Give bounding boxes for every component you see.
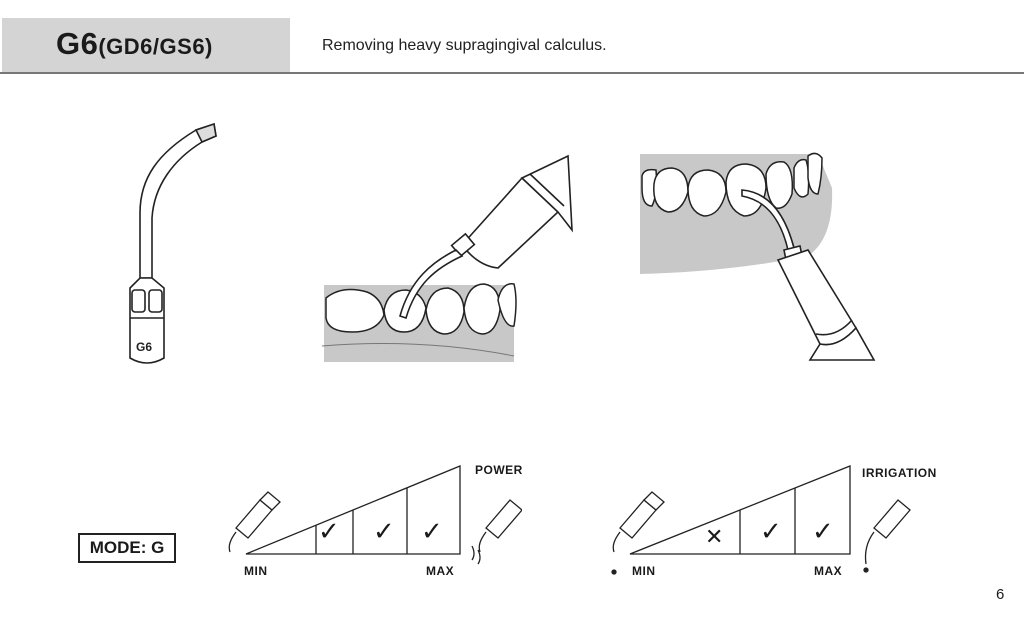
power-level-2-mark: ✓	[373, 516, 395, 546]
tip-variants: (GD6/GS6)	[98, 34, 213, 59]
handpiece-max-icon	[863, 499, 911, 573]
irrigation-max-label: MAX	[814, 564, 843, 578]
header-divider	[0, 72, 1024, 74]
power-level-1-mark: ✓	[318, 516, 340, 546]
tip-label: G6	[136, 340, 152, 354]
handpiece-min-icon	[611, 491, 665, 575]
tip-code-title: G6(GD6/GS6)	[56, 26, 213, 62]
mode-indicator: MODE: G	[78, 533, 176, 563]
scaler-tip-illustration: G6	[129, 122, 217, 364]
handpiece-min-icon	[228, 491, 281, 553]
irrigation-level-3-mark: ✓	[812, 516, 834, 546]
irrigation-min-label: MIN	[632, 564, 656, 578]
page-number: 6	[996, 586, 1005, 603]
irrigation-title: IRRIGATION	[862, 466, 937, 480]
power-title: POWER	[475, 463, 523, 477]
tip-code-box	[2, 18, 290, 72]
irrigation-scale-graphic	[611, 465, 911, 575]
irrigation-level-2-mark: ✓	[760, 516, 782, 546]
upper-teeth-scaling-illustration	[640, 152, 876, 361]
power-scale-graphic	[228, 465, 522, 565]
power-level-3-mark: ✓	[421, 516, 443, 546]
lower-teeth-scaling-illustration	[322, 154, 573, 362]
power-max-label: MAX	[426, 564, 455, 578]
handpiece-max-icon	[471, 499, 522, 565]
tip-description: Removing heavy supragingival calculus.	[322, 37, 607, 54]
power-min-label: MIN	[244, 564, 268, 578]
irrigation-level-1-mark: ✕	[705, 524, 724, 549]
tip-code: G6	[56, 26, 99, 61]
